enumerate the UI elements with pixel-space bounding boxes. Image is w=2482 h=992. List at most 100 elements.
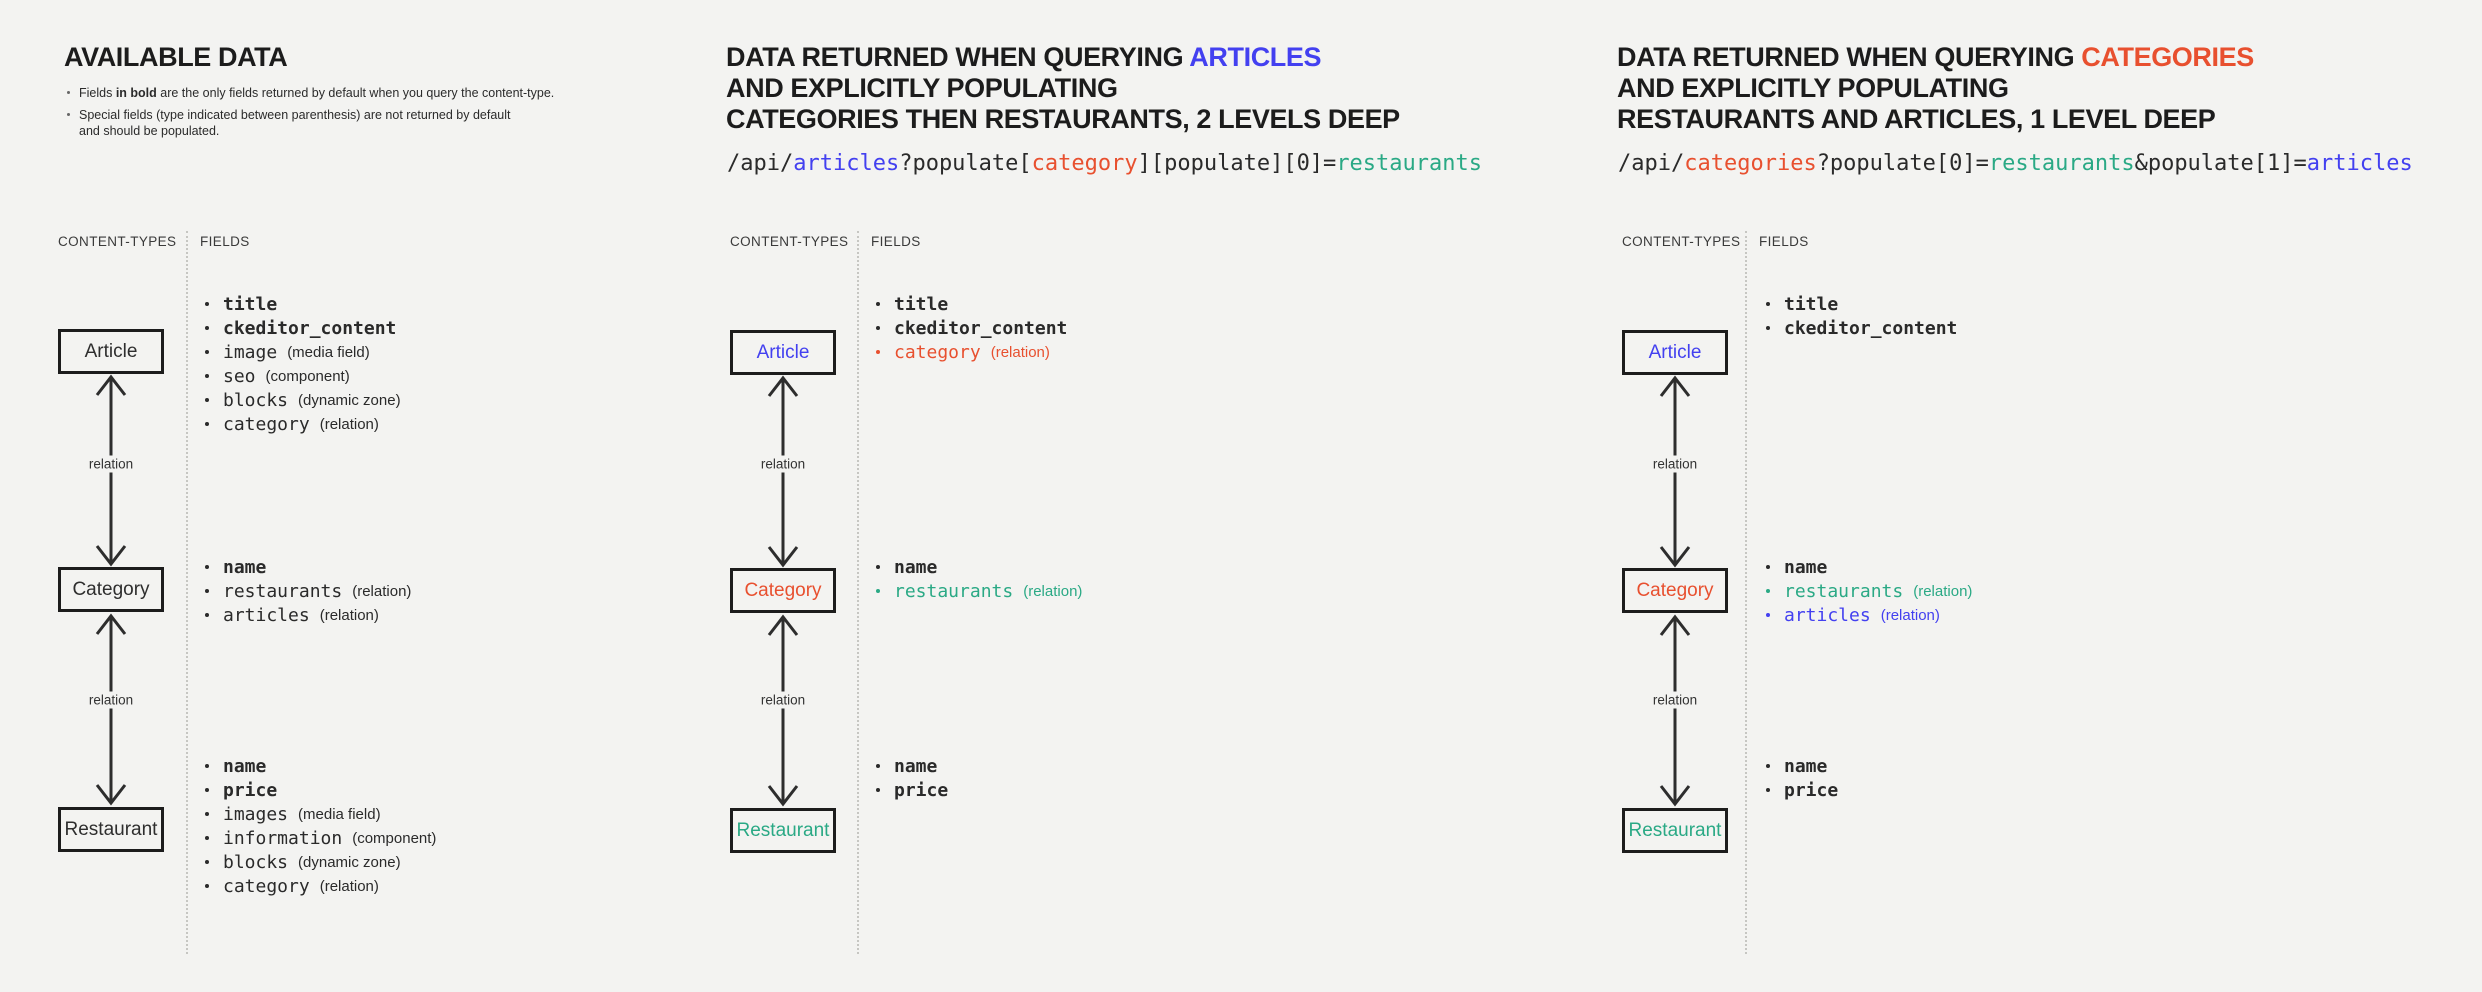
field-item: name [876,555,1082,579]
bullet-icon [876,350,880,354]
api-query: /api/categories?populate[0]=restaurants&… [1618,151,2413,176]
text-segment: AND EXPLICITLY POPULATING [1617,73,2009,103]
field-item: name [205,754,436,778]
note-text: Special fields (type indicated between p… [79,107,511,140]
relation-label: relation [82,455,140,473]
bullet-icon [205,398,209,402]
relation-label: relation [754,455,812,473]
field-type: (relation) [352,582,412,600]
bullet-icon [205,374,209,378]
field-name: ckeditor_content [223,317,397,339]
field-name: articles [223,604,310,626]
relation-arrow-icon [95,613,127,806]
bullet-icon [876,788,880,792]
bullet-icon [1766,788,1770,792]
column-header-fields: FIELDS [871,234,921,249]
column-divider [857,231,859,954]
api-query: /api/articles?populate[category][populat… [727,151,1482,176]
bullet-icon [1766,565,1770,569]
column-header-content-types: CONTENT-TYPES [58,234,177,249]
field-item: seo(component) [205,364,401,388]
bullet-icon [1766,764,1770,768]
text-segment: /api/ [727,151,794,176]
field-item: title [876,292,1067,316]
bullet-icon [205,812,209,816]
text-segment: DATA RETURNED WHEN QUERYING [726,42,1190,72]
relation-label: relation [82,691,140,709]
field-item: information (component) [205,826,436,850]
field-type: (relation) [319,877,379,895]
text-segment: articles [2306,151,2413,176]
bullet-icon [205,836,209,840]
note-item: Fields in bold are the only fields retur… [64,85,644,102]
bullet-icon [876,565,880,569]
field-type: (component) [352,829,437,847]
field-item: price [1766,778,1838,802]
title-line: DATA RETURNED WHEN QUERYING CATEGORIES [1617,42,2254,73]
field-type: (media field) [287,343,370,361]
relation-arrow-icon [1659,614,1691,807]
bullet-icon [1766,302,1770,306]
bullet-icon [205,350,209,354]
bullet-icon [876,589,880,593]
text-segment: in bold [115,86,157,100]
title-line: AND EXPLICITLY POPULATING [726,73,1400,104]
bullet-icon [876,764,880,768]
field-name: seo [223,365,256,387]
field-item: ckeditor_content [1766,316,1957,340]
text-segment: categories [1684,151,1817,176]
bullet-icon [1766,613,1770,617]
field-name: name [223,556,267,578]
field-item: restaurants(relation) [876,579,1082,603]
node-box-article: Article [730,330,836,375]
bullet-icon [205,565,209,569]
node-box-article: Article [58,329,164,374]
bullet-icon [1766,326,1770,330]
notes-list: Fields in bold are the only fields retur… [64,85,644,145]
field-name: category [223,875,310,897]
note-text: Fields in bold are the only fields retur… [79,85,554,102]
field-name: title [223,293,278,315]
field-name: articles [1784,604,1871,626]
text-segment: /api/ [1618,151,1685,176]
field-type: (relation) [319,415,379,433]
text-segment: Fields [79,86,116,100]
title-line: AND EXPLICITLY POPULATING [1617,73,2254,104]
field-item: name [1766,555,1972,579]
field-item: restaurants(relation) [1766,579,1972,603]
field-name: ckeditor_content [1784,317,1958,339]
node-box-restaurant: Restaurant [1622,808,1728,853]
bullet-icon [205,422,209,426]
bullet-icon [1766,589,1770,593]
node-box-category: Category [58,567,164,612]
bullet-icon [876,302,880,306]
field-name: title [894,293,949,315]
text-segment: AND EXPLICITLY POPULATING [726,73,1118,103]
field-type: (media field) [298,805,381,823]
field-name: price [223,779,278,801]
bullet-icon [876,326,880,330]
field-item: name [1766,754,1838,778]
field-item: ckeditor_content [876,316,1067,340]
column-header-content-types: CONTENT-TYPES [730,234,849,249]
field-item: name [876,754,948,778]
panel-title: AVAILABLE DATA [64,42,288,73]
field-name: name [1784,556,1828,578]
field-name: title [1784,293,1839,315]
node-box-article: Article [1622,330,1728,375]
field-item: category(relation) [205,412,401,436]
field-item: articles(relation) [1766,603,1972,627]
node-box-category: Category [730,568,836,613]
field-name: blocks [223,851,289,873]
field-name: images [223,803,289,825]
field-name: information [223,827,343,849]
